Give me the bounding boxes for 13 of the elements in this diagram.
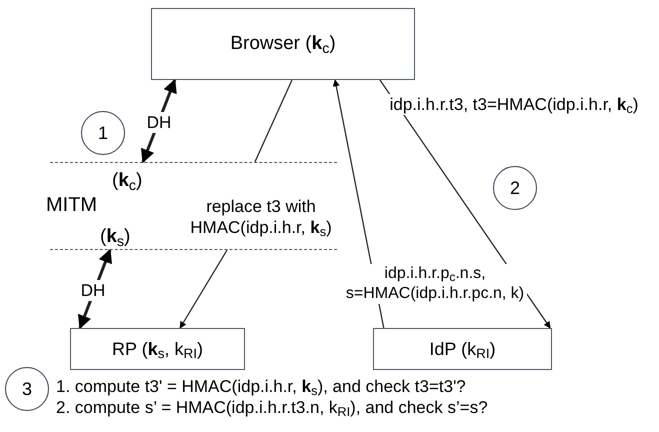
edge-label: DH <box>146 112 172 134</box>
arrow <box>180 250 228 329</box>
edge-label: idp.i.h.r.p$_{c}$.n.s, s=HMAC(idp.i.h.r.pc.n, k) <box>343 264 527 304</box>
entity-box: IdP (k$_{RI}$) <box>373 328 552 370</box>
verification-step: 1. compute t3' = HMAC(idp.i.h.r, k$_{s}$), and check t3=t3'? <box>56 376 488 398</box>
mitm-label: (k$_{s}$) <box>100 225 130 249</box>
mitm-label: MITM <box>46 193 98 218</box>
entity-box: Browser (k$_{c}$) <box>151 8 415 80</box>
mitm-label: (k$_{c}$) <box>112 169 142 193</box>
connector-line <box>254 80 293 162</box>
edge-label: DH <box>80 280 106 302</box>
verification-step: 2. compute s’ = HMAC(idp.i.h.r.t3.n, k$_{RI}$), and check s’=s? <box>56 397 488 418</box>
entity-box: RP (k$_{s}$, k$_{RI}$) <box>70 328 245 370</box>
